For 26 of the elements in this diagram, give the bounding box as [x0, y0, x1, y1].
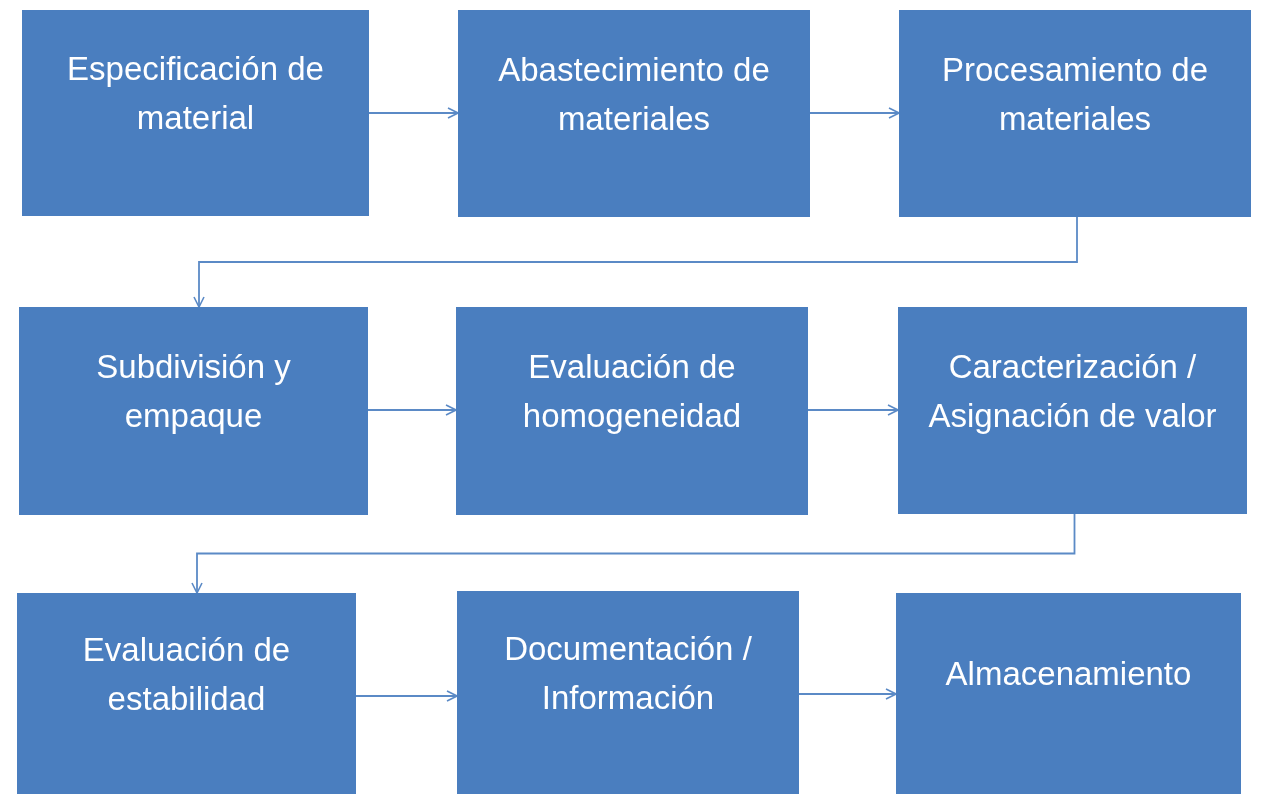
process-box — [19, 307, 368, 515]
process-box — [458, 10, 810, 217]
arrow — [193, 216, 1078, 308]
arrow — [368, 107, 459, 119]
step-label: Caracterización / Asignación de valor — [927, 346, 1218, 436]
step-label: Especificación de material — [66, 49, 325, 138]
step-label: Abastecimiento de materiales — [497, 49, 771, 139]
process-box — [457, 591, 799, 794]
arrow — [807, 404, 899, 416]
arrow — [367, 404, 457, 416]
process-box — [898, 307, 1247, 514]
step-label: Procesamiento de materiales — [941, 49, 1209, 139]
arrow — [191, 513, 1076, 594]
arrow — [355, 690, 458, 702]
process-box — [899, 10, 1251, 217]
process-box — [17, 593, 356, 794]
arrow — [809, 107, 900, 119]
step-label: Evaluación de estabilidad — [81, 629, 292, 719]
arrow — [798, 688, 897, 700]
step-label: Evaluación de homogeneidad — [521, 347, 743, 436]
step-label: Documentación / Información — [503, 628, 753, 718]
process-box — [22, 10, 369, 216]
step-label: Subdivisión y empaque — [95, 347, 292, 436]
process-box — [896, 593, 1241, 794]
process-box — [456, 307, 808, 515]
step-label: Almacenamiento — [945, 654, 1192, 694]
